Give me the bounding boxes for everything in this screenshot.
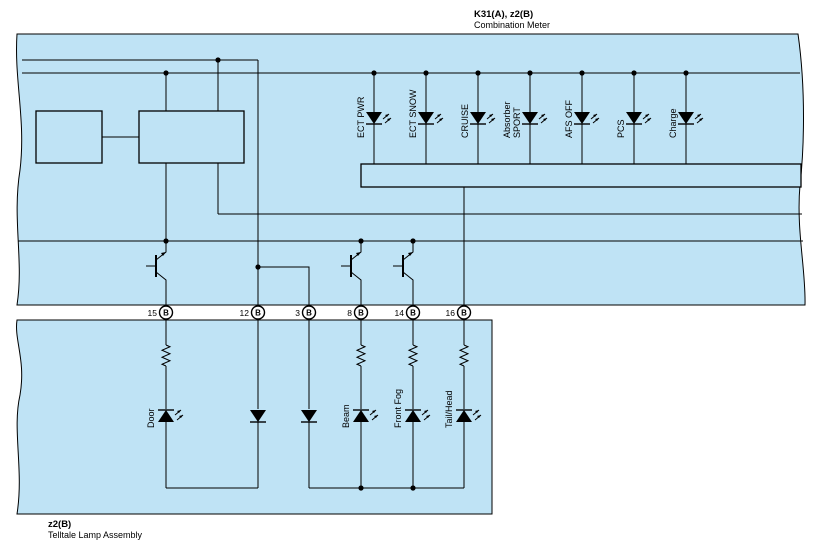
lamp-label: Front Fog bbox=[393, 389, 403, 428]
pin-connector: B bbox=[410, 309, 416, 318]
pin-connector: B bbox=[461, 309, 467, 318]
led-icon bbox=[366, 112, 392, 125]
meter-code: K31(A), z2(B) bbox=[474, 9, 533, 20]
junction-dot bbox=[527, 70, 533, 76]
led-icon bbox=[470, 112, 496, 125]
lamp-led-icon bbox=[158, 409, 184, 422]
connector-pin-12: 12 B bbox=[240, 305, 266, 320]
junction-dots bbox=[163, 57, 689, 491]
led-icon bbox=[626, 112, 652, 125]
indicator-label: Absorber bbox=[502, 101, 512, 138]
led-icon bbox=[522, 112, 548, 125]
transistors bbox=[146, 241, 414, 305]
ic-block-left bbox=[35, 110, 103, 164]
ic-block-main bbox=[138, 110, 245, 164]
junction-dot bbox=[358, 238, 364, 244]
lamp-label: Tail/Head bbox=[444, 390, 454, 428]
indicator-ect-snow: ECT SNOW bbox=[408, 73, 444, 164]
junction-dot bbox=[683, 70, 689, 76]
indicator-label: CRUISE bbox=[460, 104, 470, 138]
assembly-code: z2(B) bbox=[48, 519, 71, 530]
connector-pin-15: 15 B bbox=[148, 305, 174, 320]
junction-dot bbox=[255, 264, 261, 270]
transistor-beam bbox=[341, 241, 362, 305]
junction-dot bbox=[215, 57, 221, 63]
junction-dot bbox=[475, 70, 481, 76]
pin-connector: B bbox=[306, 309, 312, 318]
resistor-icon bbox=[160, 344, 172, 367]
pin-connector: B bbox=[358, 309, 364, 318]
lamp-label: Beam bbox=[341, 404, 351, 428]
lamp-label: Door bbox=[146, 408, 156, 428]
pin-number: 12 bbox=[240, 308, 250, 318]
pin-connector: B bbox=[255, 309, 261, 318]
indicator-ect-pwr: ECT PWR bbox=[356, 73, 392, 164]
pin-number: 16 bbox=[446, 308, 456, 318]
junction-dot bbox=[163, 70, 169, 76]
junction-dot bbox=[579, 70, 585, 76]
indicator-cruise: CRUISE bbox=[460, 73, 496, 164]
lamp-led-icon bbox=[353, 409, 379, 422]
indicator-afs-off: AFS OFF bbox=[564, 73, 600, 164]
led-icon bbox=[678, 112, 704, 125]
resistor-icon bbox=[407, 344, 419, 367]
meter-name: Combination Meter bbox=[474, 20, 550, 30]
indicator-pcs: PCS bbox=[616, 73, 652, 164]
pin-number: 8 bbox=[347, 308, 352, 318]
indicator-label: ECT PWR bbox=[356, 96, 366, 138]
transistor-door bbox=[146, 241, 167, 305]
lamp-led-icon bbox=[405, 409, 431, 422]
junction-dot bbox=[631, 70, 637, 76]
transistor-front-fog bbox=[393, 241, 414, 305]
pin-connector: B bbox=[163, 309, 169, 318]
pin-number: 15 bbox=[148, 308, 158, 318]
indicator-label: Charge bbox=[668, 108, 678, 138]
indicator-charge: Charge bbox=[668, 73, 704, 164]
junction-dot bbox=[410, 238, 416, 244]
connector-pin-14: 14 B bbox=[395, 305, 421, 320]
led-icon bbox=[418, 112, 444, 125]
telltale-lamp-assembly-panel bbox=[16, 319, 493, 515]
indicator-label: AFS OFF bbox=[564, 99, 574, 138]
lamp-led-icon bbox=[456, 409, 482, 422]
junction-dot bbox=[371, 70, 377, 76]
telltale-circuits: Door Beam Front Fog Tail/Head bbox=[146, 319, 482, 489]
indicator-label: ECT SNOW bbox=[408, 89, 418, 138]
indicator-label: PCS bbox=[616, 119, 626, 138]
resistor-icon bbox=[458, 344, 470, 367]
led-icon bbox=[574, 112, 600, 125]
indicator-driver-bar bbox=[360, 163, 802, 188]
indicator-label: SPORT bbox=[512, 107, 522, 138]
pin-number: 3 bbox=[295, 308, 300, 318]
connector-pin-16: 16 B bbox=[446, 305, 472, 320]
pin-number: 14 bbox=[395, 308, 405, 318]
junction-dot bbox=[163, 238, 169, 244]
resistor-icon bbox=[355, 344, 367, 367]
assembly-name: Telltale Lamp Assembly bbox=[48, 530, 143, 540]
junction-dot bbox=[423, 70, 429, 76]
